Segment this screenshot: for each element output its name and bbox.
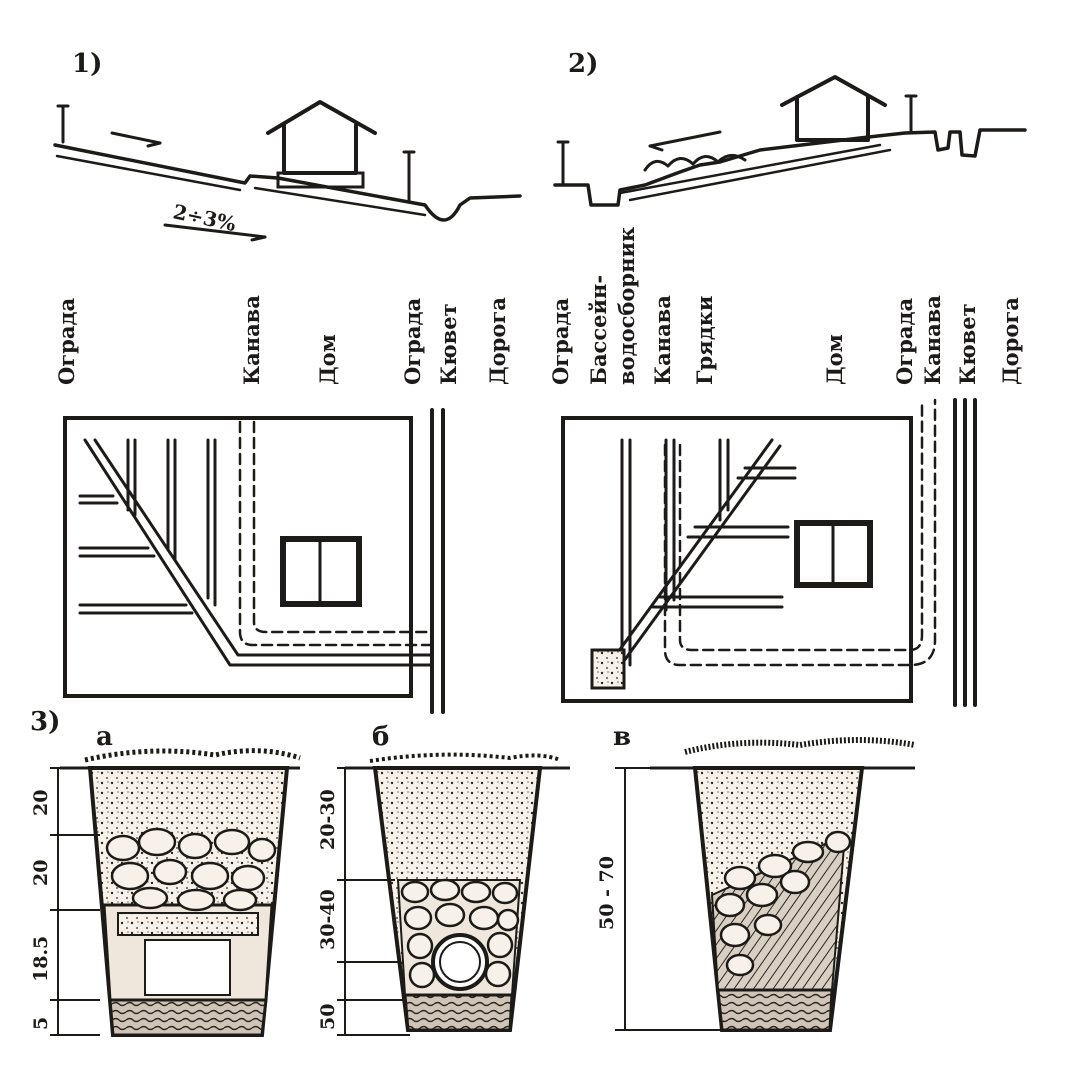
label-ditch-2b: Канава: [920, 295, 945, 385]
panel-2-house: [780, 75, 887, 142]
panel-1-labels: Ограда Канава Дом Ограда Кювет Дорога: [54, 295, 510, 385]
label-fence-1b: Ограда: [400, 298, 425, 385]
label-fence-2b: Ограда: [892, 298, 917, 385]
section-v-stones: [714, 830, 852, 977]
label-house-1: Дом: [315, 334, 340, 385]
section-b: б 20-30 30-40 50: [317, 722, 570, 1036]
label-ditch-2: Канава: [650, 295, 675, 385]
section-a-letter: а: [96, 722, 113, 752]
panel-2-plan: [561, 398, 977, 707]
section-a-stones: [105, 827, 277, 912]
dim-b-2: 30-40: [317, 889, 339, 950]
section-b-letter: б: [372, 722, 389, 752]
dim-v-1: 50 - 70: [596, 856, 618, 930]
panel-1-house: [266, 100, 377, 189]
panel-1: 1) 2÷3%: [53, 49, 522, 242]
label-culvert-2: Кювет: [955, 303, 980, 385]
label-fence-1: Ограда: [54, 298, 79, 385]
panel-1-terrain: [53, 104, 522, 242]
dim-b-3: 50: [317, 1004, 339, 1030]
dim-b-1: 20-30: [317, 789, 339, 850]
section-b-stones: [400, 878, 520, 989]
label-fence-2: Ограда: [548, 298, 573, 385]
panel-1-plan: [63, 408, 445, 714]
dim-a-3: 18.5: [30, 936, 52, 982]
section-v: в 50 - 70: [596, 722, 916, 1032]
panel-2-labels: Ограда Бассейн- водосборник Канава Грядк…: [548, 227, 1023, 385]
panel-1-number: 1): [72, 49, 102, 79]
label-house-2: Дом: [822, 334, 847, 385]
label-pool-2a: Бассейн-: [586, 275, 611, 385]
label-ditch-1: Канава: [239, 295, 264, 385]
panel-3: 3) а 20 20: [30, 707, 916, 1037]
drain-pipe: [431, 933, 489, 991]
label-pool-2b: водосборник: [614, 227, 639, 385]
panel-2-number: 2): [568, 49, 598, 79]
panel-2-terrain: [553, 94, 1027, 207]
panel-2: 2): [553, 49, 1027, 207]
dim-a-4: 5: [30, 1017, 52, 1030]
panel-3-number: 3): [30, 707, 60, 737]
section-a: а 20 20 18.5 5: [30, 722, 301, 1037]
section-v-letter: в: [613, 722, 631, 752]
dim-a-2: 20: [30, 860, 52, 886]
dim-a-1: 20: [30, 790, 52, 816]
label-culvert-1: Кювет: [436, 303, 461, 385]
collection-basin: [590, 648, 626, 690]
label-road-1: Дорога: [485, 297, 510, 385]
label-beds-2: Грядки: [692, 296, 717, 385]
label-road-2: Дорога: [998, 297, 1023, 385]
